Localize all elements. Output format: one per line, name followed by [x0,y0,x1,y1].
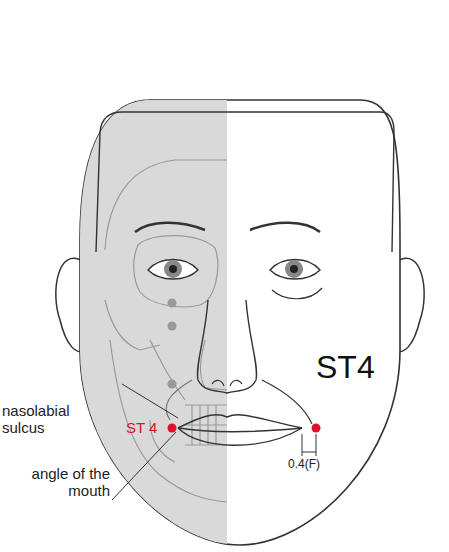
point-label: ST 4 [126,420,168,437]
mouth [178,415,302,445]
anatomy-label: nasolabial sulcus [2,403,102,436]
skull-outline [105,160,227,502]
point-dot [168,322,177,331]
nasolabial-fold [262,380,312,424]
acupoint-dot [312,424,321,433]
anatomy-label: angle of the mouth [28,466,110,499]
nose [197,300,256,393]
leader-line [122,384,178,418]
eyebrow [250,223,320,232]
eye [148,260,198,280]
dimension-label: 0.4(F) [288,458,338,471]
nasolabial-fold [166,380,192,420]
eyebrow [135,223,205,232]
leader-line [112,432,176,500]
point-dot [168,299,177,308]
eye [270,260,320,280]
acupoint-dot [168,424,177,433]
skull-half-shading [0,0,227,552]
nostril [212,380,242,386]
hairline [96,112,394,252]
point-dot [168,380,177,389]
point-title: ST4 [316,350,406,385]
eye-bag [272,288,322,299]
dimension-mark [302,434,316,456]
